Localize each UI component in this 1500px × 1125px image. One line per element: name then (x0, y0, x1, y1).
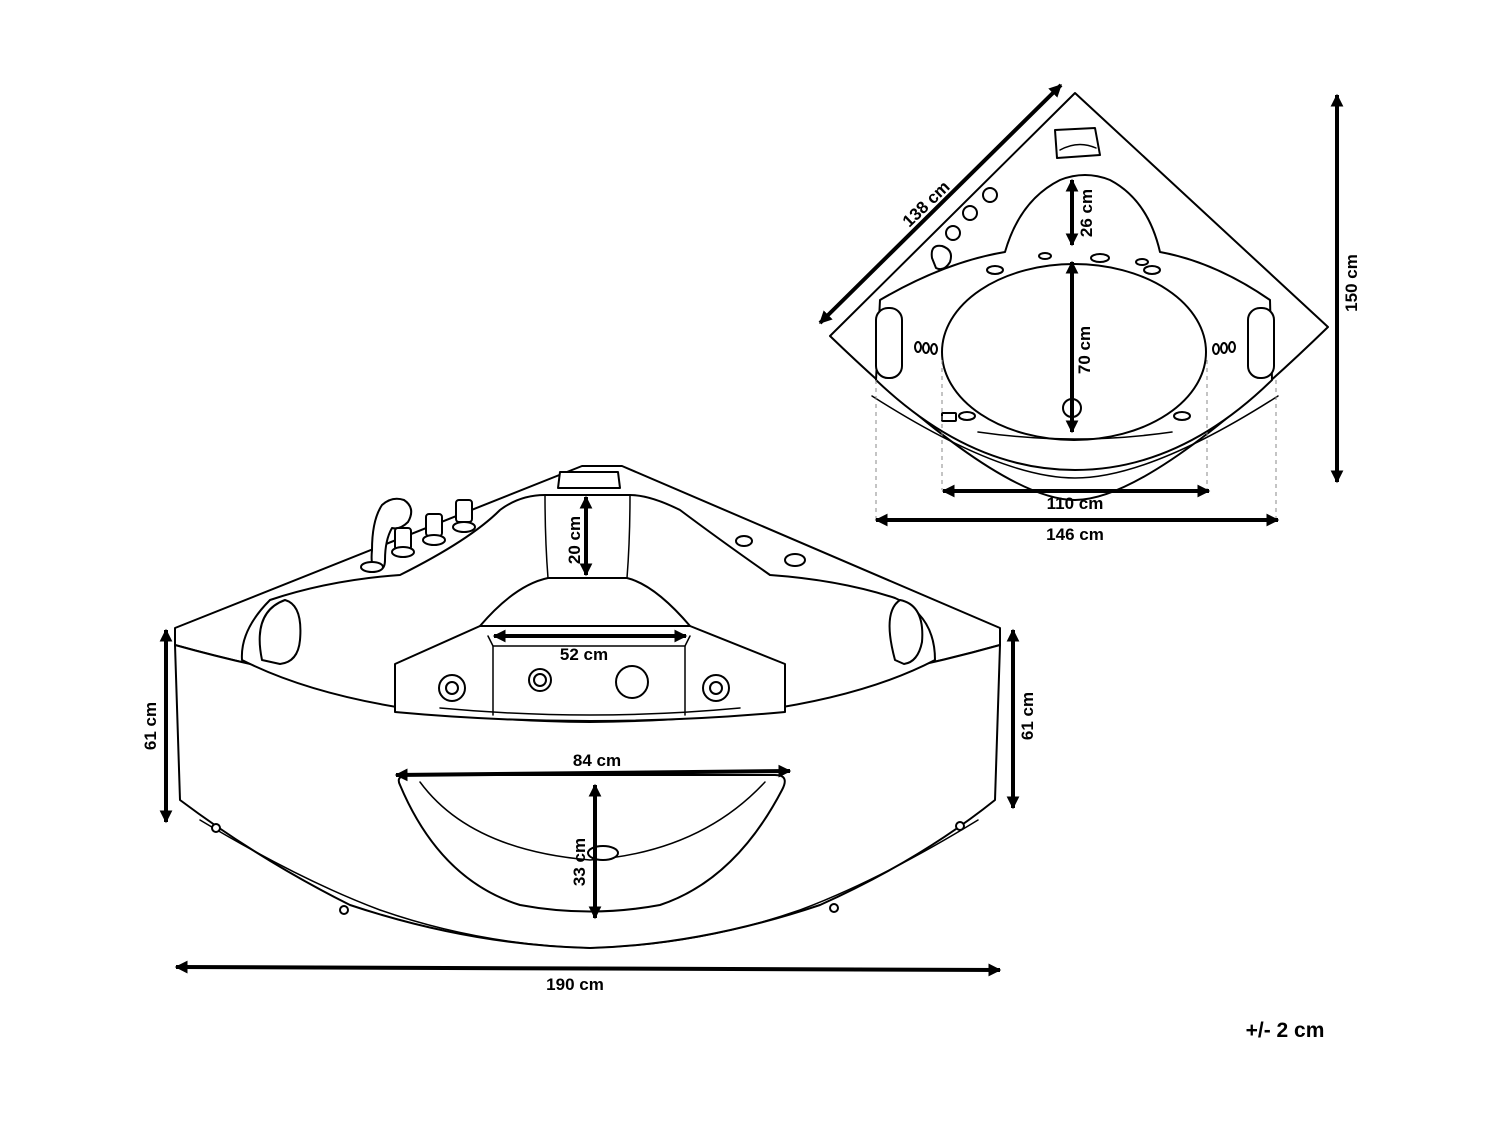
dim-arrow-front-window-width (394, 764, 792, 782)
front-window-drain (587, 845, 619, 861)
label-front-window-height: 33 cm (570, 838, 589, 886)
label-top-width: 146 cm (1046, 525, 1104, 544)
front-rim-button-2 (784, 553, 806, 567)
front-knob-3 (455, 499, 473, 523)
top-pillow-left (875, 307, 903, 379)
label-front-width: 190 cm (546, 975, 604, 994)
top-view: 138 cm 150 cm 26 cm 70 cm 110 cm 146 cm (818, 83, 1361, 544)
label-front-seat: 20 cm (565, 516, 584, 564)
top-pillow-right (1247, 307, 1275, 379)
front-foot-4 (955, 821, 965, 831)
dim-arrow-front-width (174, 960, 1002, 977)
tolerance-note: +/- 2 cm (1246, 1019, 1325, 1042)
label-front-height-left: 61 cm (141, 702, 160, 750)
front-apron-bottom (199, 819, 979, 949)
front-knob-2-base (422, 534, 446, 546)
front-footwell-edge (487, 635, 691, 647)
front-knob-2 (425, 513, 443, 537)
front-jet-3 (615, 665, 649, 699)
top-headrest-line (1059, 143, 1097, 151)
label-top-depth: 150 cm (1342, 254, 1361, 312)
front-footwell-floor (439, 707, 741, 716)
top-headrest (1054, 127, 1101, 159)
top-rim-edge (871, 395, 1279, 479)
label-top-seat: 26 cm (1077, 189, 1096, 237)
top-control-knob-1 (982, 187, 998, 203)
label-front-height-right: 61 cm (1018, 692, 1037, 740)
top-control-knob-2 (962, 205, 978, 221)
front-jet-1-core (445, 681, 459, 695)
label-front-footwell: 52 cm (560, 645, 608, 664)
front-shower-base (360, 561, 384, 573)
label-top-inner-width: 110 cm (1047, 494, 1104, 513)
front-rim-button-1 (735, 535, 753, 547)
top-shower-head (930, 244, 952, 271)
front-jet-2-core (533, 673, 547, 687)
top-control-knob-3 (945, 225, 961, 241)
label-top-basin: 70 cm (1075, 326, 1094, 374)
front-pillow-right (888, 599, 924, 665)
dim-arrow-top-side (818, 83, 1063, 325)
label-front-window-width: 84 cm (573, 751, 621, 770)
front-knob-3-base (452, 521, 476, 533)
front-jet-4-core (709, 681, 723, 695)
front-knob-1-base (391, 546, 415, 558)
front-foot-2 (339, 905, 349, 915)
front-headrest (557, 471, 621, 489)
front-seat-back (544, 494, 631, 579)
front-view: 20 cm 52 cm 61 cm 61 cm 84 cm 33 cm 190 … (141, 465, 1037, 994)
front-pillow-left (258, 599, 302, 665)
front-foot-3 (829, 903, 839, 913)
top-front-step (977, 431, 1173, 440)
front-footwell-block (394, 625, 786, 722)
front-foot-1 (211, 823, 221, 833)
